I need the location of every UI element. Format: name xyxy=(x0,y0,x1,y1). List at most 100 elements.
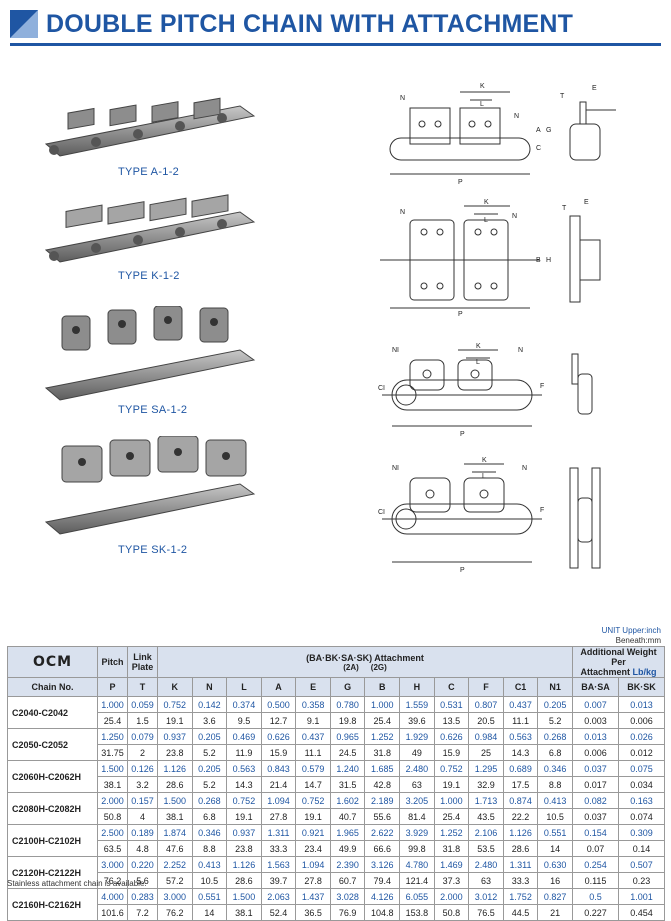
mm-value: 28.6 xyxy=(157,776,193,793)
inch-value: 0.807 xyxy=(468,696,504,713)
mm-value: 0.017 xyxy=(572,776,619,793)
mm-value: 0.006 xyxy=(618,712,665,729)
mm-value: 14 xyxy=(537,840,573,857)
mm-value: 0.07 xyxy=(572,840,619,857)
inch-value: 0.563 xyxy=(502,728,539,745)
mm-value: 20.5 xyxy=(468,712,504,729)
inch-value: 0.013 xyxy=(572,728,619,745)
weight-unit: Lb/kg xyxy=(632,667,657,677)
mm-value: 11.1 xyxy=(502,712,539,729)
inch-value: 0.469 xyxy=(226,728,262,745)
label-f: F xyxy=(540,507,544,514)
mm-value: 16 xyxy=(537,872,573,889)
mm-value: 0.003 xyxy=(572,712,619,729)
mm-value: 99.8 xyxy=(399,840,435,857)
mm-value: 25 xyxy=(468,744,504,761)
inch-value: 6.055 xyxy=(399,888,435,905)
inch-value: 1.126 xyxy=(157,760,193,777)
group-2a: (2A) xyxy=(343,662,359,672)
mm-value: 0.227 xyxy=(572,904,619,921)
inch-value: 0.780 xyxy=(329,696,366,713)
inch-value: 0.205 xyxy=(537,696,573,713)
inch-value: 0.551 xyxy=(537,824,573,841)
photo-type-a xyxy=(44,97,256,157)
mm-value: 4.8 xyxy=(127,840,158,857)
inch-value: 3.000 xyxy=(157,888,193,905)
inch-value: 3.929 xyxy=(399,824,435,841)
inch-value: 2.622 xyxy=(364,824,401,841)
inch-value: 0.984 xyxy=(468,728,504,745)
label-g: G xyxy=(546,127,551,134)
mm-value: 104.8 xyxy=(364,904,401,921)
label-n2: N xyxy=(514,113,519,120)
inch-value: 0.157 xyxy=(127,792,158,809)
mm-value: 31.8 xyxy=(364,744,401,761)
inch-value: 0.551 xyxy=(191,888,228,905)
inch-value: 2.390 xyxy=(329,856,366,873)
mm-value: 31.5 xyxy=(329,776,366,793)
inch-value: 0.142 xyxy=(191,696,228,713)
mm-value: 19.1 xyxy=(226,808,262,825)
mm-value: 8.8 xyxy=(191,840,228,857)
caption-type-k: TYPE K-1-2 xyxy=(118,270,180,282)
label-l: L xyxy=(484,217,488,224)
col-header-0: P xyxy=(97,677,128,697)
inch-value: 1.563 xyxy=(260,856,297,873)
chain-number: C2040-C2042 xyxy=(7,696,98,729)
mm-value: 0.454 xyxy=(618,904,665,921)
page-title: DOUBLE PITCH CHAIN WITH ATTACHMENT xyxy=(46,9,574,38)
inch-value: 1.965 xyxy=(329,824,366,841)
inch-value: 2.500 xyxy=(97,824,128,841)
diagram-type-sa: NI K L N CI F P xyxy=(378,343,593,438)
inch-value: 3.205 xyxy=(399,792,435,809)
mm-value: 3.2 xyxy=(127,776,158,793)
label-n1: NI xyxy=(392,347,399,354)
mm-value: 57.2 xyxy=(157,872,193,889)
mm-value: 0.074 xyxy=(618,808,665,825)
inch-value: 1.126 xyxy=(226,856,262,873)
diagram-type-sk: NI K L N CI F P xyxy=(378,457,601,574)
inch-value: 0.563 xyxy=(226,760,262,777)
mm-value: 38.1 xyxy=(226,904,262,921)
mm-value: 6.8 xyxy=(537,744,573,761)
label-n: N xyxy=(518,347,523,354)
chain-number: C2050-C2052 xyxy=(7,728,98,761)
col-header-7: G xyxy=(329,677,366,697)
mm-value: 23.8 xyxy=(157,744,193,761)
inch-value: 1.874 xyxy=(157,824,193,841)
mm-value: 39.7 xyxy=(260,872,297,889)
inch-value: 0.374 xyxy=(226,696,262,713)
mm-value: 5.2 xyxy=(191,776,228,793)
inch-value: 2.480 xyxy=(399,760,435,777)
label-a: A xyxy=(536,127,541,134)
mm-value: 101.6 xyxy=(97,904,128,921)
mm-value: 81.4 xyxy=(399,808,435,825)
mm-value: 11.9 xyxy=(226,744,262,761)
col-header-1: T xyxy=(127,677,158,697)
col-header-6: E xyxy=(295,677,331,697)
label-b: B xyxy=(536,257,541,264)
label-p: P xyxy=(458,311,463,316)
inch-value: 1.000 xyxy=(433,792,470,809)
inch-value: 1.126 xyxy=(502,824,539,841)
inch-value: 1.469 xyxy=(433,856,470,873)
mm-value: 23.8 xyxy=(226,840,262,857)
mm-value: 28.6 xyxy=(502,840,539,857)
inch-value: 0.205 xyxy=(191,760,228,777)
inch-value: 0.752 xyxy=(295,792,331,809)
mm-value: 0.037 xyxy=(572,808,619,825)
label-p: P xyxy=(460,567,465,574)
inch-value: 1.685 xyxy=(364,760,401,777)
mm-value: 21.4 xyxy=(260,776,297,793)
inch-value: 0.626 xyxy=(260,728,297,745)
mm-value: 52.4 xyxy=(260,904,297,921)
mm-value: 4 xyxy=(127,808,158,825)
inch-value: 0.037 xyxy=(572,760,619,777)
inch-value: 0.437 xyxy=(502,696,539,713)
